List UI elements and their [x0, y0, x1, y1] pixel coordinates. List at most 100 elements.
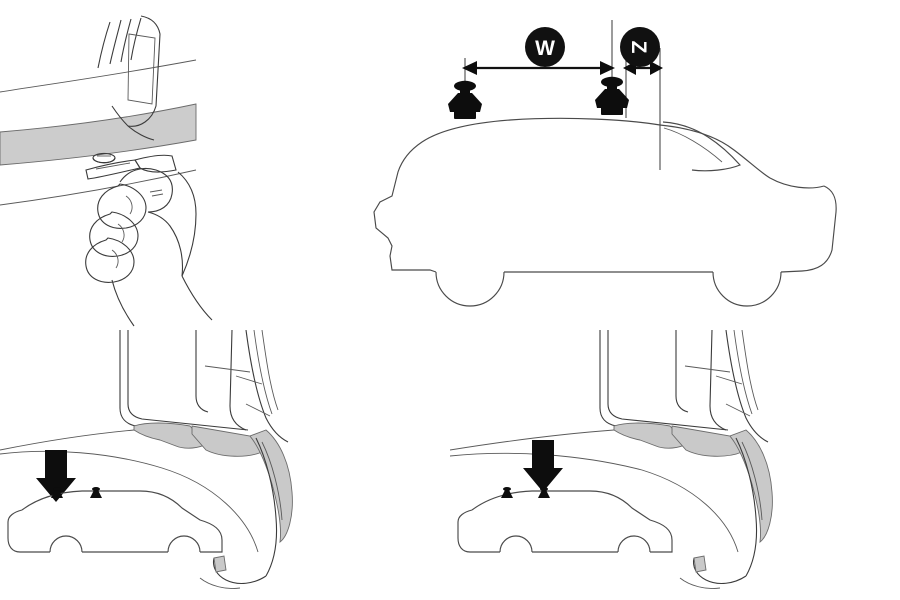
car-icon-upper-profile [471, 490, 673, 553]
hand-crease-2 [117, 223, 125, 243]
car-icon-foot-rear [538, 490, 550, 498]
fender-edge-inner [261, 441, 283, 521]
car-rear-bumper [780, 185, 837, 273]
badge-label-w: W [535, 37, 555, 60]
lower-trim-line [679, 577, 721, 589]
car-icon-rear-wheel [617, 535, 651, 553]
car-spoiler-crease [663, 127, 723, 163]
door-jamb-structure-rear [599, 330, 769, 443]
sill-shade-mid [191, 425, 263, 457]
car-tailgate-profile [659, 124, 825, 189]
car-front-wheel-arch [435, 271, 505, 307]
door-panel-crease-2 [715, 375, 743, 385]
car-icon-foot-rear [90, 490, 102, 498]
door-skin-edge-2 [253, 330, 273, 415]
body-sweep-line-2 [0, 450, 259, 553]
car-icon-roof-feet [51, 487, 102, 498]
car-front-profile [373, 117, 661, 273]
door-inner-edge-2 [607, 330, 729, 431]
sill-shade-left [133, 422, 207, 449]
car-icon-upper-profile [21, 490, 223, 553]
sill-shade-mid [671, 425, 743, 457]
fender-edge-outer [735, 437, 758, 577]
hand-crease-3 [111, 249, 119, 269]
car-icon-foot-front [501, 490, 513, 498]
trim-cover-line-2 [109, 19, 122, 65]
hand-thumb-outline [147, 211, 184, 277]
fender-edge-inner [741, 441, 763, 521]
arrow-down-shape [523, 440, 563, 492]
door-jamb-tool-illustration [0, 15, 213, 327]
roof-foot-front [448, 80, 482, 119]
trim-cover-inner-face [127, 33, 156, 105]
trim-cover-line-3 [120, 18, 132, 63]
hand-finger-1 [97, 183, 147, 229]
car-rear-wheel-arch [712, 271, 782, 307]
fastener-shoulder [92, 157, 116, 164]
arrowhead-z-right [650, 61, 663, 75]
hand-crease-5 [151, 193, 164, 197]
body-sweep-line-1 [450, 429, 615, 451]
hand-wrist-left [111, 279, 135, 327]
door-outer-edge [229, 330, 247, 431]
badge-label-z: Z [627, 41, 650, 54]
trim-cover-line-4 [130, 17, 142, 61]
door-inner-edge-2 [127, 330, 249, 431]
panel-roof-measurement: W Z [330, 0, 900, 330]
lower-trim-line [199, 577, 241, 589]
dimension-badge-w: W [525, 27, 565, 67]
door-panel-crease-3 [245, 403, 271, 417]
car-icon-front-wheel [49, 535, 83, 553]
car-icon-roof-feet [501, 487, 550, 498]
hand-index-finger [119, 167, 173, 213]
door-panel-crease-1 [204, 365, 251, 373]
car-icon-front-wheel [499, 535, 533, 553]
pry-tool-blade-edge [95, 162, 131, 170]
fender-edge-outer [255, 437, 278, 577]
panel-front-foot-position [0, 330, 450, 600]
body-sweep-line-1 [0, 429, 135, 451]
pry-tool-handle [134, 154, 177, 173]
pry-tool-blade [85, 159, 141, 180]
door-skin-edge-1 [725, 330, 769, 443]
body-sweep-line-2 [450, 452, 739, 553]
car-icon-rear-wheel [167, 535, 201, 553]
front-position-illustration [0, 330, 293, 589]
car-icon-foot-rear-cap [540, 487, 548, 491]
door-pillar-line [675, 330, 689, 413]
door-panel-crease-1 [684, 365, 731, 373]
dimension-arrow-w [462, 61, 615, 75]
hand-finger-2 [89, 211, 139, 257]
car-icon-front-end [7, 509, 50, 553]
rear-position-arrow [523, 440, 563, 492]
trim-cover-tip [111, 105, 155, 141]
door-pillar-line [195, 330, 209, 413]
car-icon-foot-rear-cap [92, 487, 100, 491]
clip-tab [693, 555, 707, 573]
hand-crease-1 [125, 195, 133, 215]
car-icon-foot-front-cap [53, 487, 61, 491]
fender-lower-return [692, 557, 747, 585]
badge-circle-w [525, 27, 565, 67]
roof-foot-rear [595, 76, 629, 115]
hand-back-outline [177, 171, 197, 277]
car-icon-foot-front-cap [503, 487, 511, 491]
car-icon-front-end [457, 509, 500, 553]
car-side-view [373, 117, 837, 307]
front-position-arrow [36, 450, 76, 502]
trim-cover-body [127, 15, 161, 127]
hand-wrist-right [181, 275, 213, 321]
arrowhead-w-left [462, 61, 477, 75]
sill-shade-left [613, 422, 687, 449]
door-skin-edge-3 [261, 330, 279, 411]
panel-door-jamb-tool-detail [0, 0, 330, 330]
body-edge-upper-line [0, 59, 197, 93]
arrow-down-shape [36, 450, 76, 502]
trim-cover-line-1 [97, 21, 111, 69]
door-panel-crease-3 [725, 403, 751, 417]
car-icon-rear [457, 440, 673, 553]
panel-rear-foot-position [450, 330, 900, 600]
door-panel-crease-2 [235, 375, 263, 385]
car-rear-spoiler [662, 121, 741, 172]
